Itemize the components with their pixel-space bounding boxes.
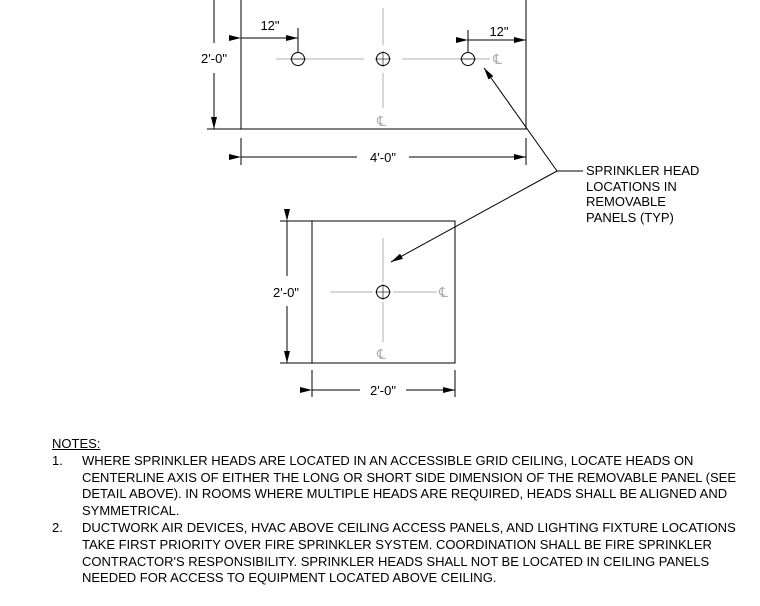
note-item: 2. DUCTWORK AIR DEVICES, HVAC ABOVE CEIL… (52, 520, 752, 587)
sprinkler-head-bottom (375, 284, 391, 300)
sprinkler-panel-detail-drawing: ℄ ℄ 12" 12" 2'-0" 4'-0" (201, 0, 583, 398)
note-text: WHERE SPRINKLER HEADS ARE LOCATED IN AN … (82, 452, 736, 519)
top-height-label: 2'-0" (201, 51, 227, 66)
bottom-centerline-symbol-vertical: ℄ (376, 346, 386, 362)
note-number: 2. (52, 519, 63, 535)
top-right-offset-label: 12" (489, 24, 508, 39)
note-text: DUCTWORK AIR DEVICES, HVAC ABOVE CEILING… (82, 519, 736, 586)
bottom-width-dimension (300, 370, 456, 397)
bottom-panel: ℄ ℄ 2'-0" 2'-0" (273, 209, 456, 398)
bottom-panel-outline (311, 220, 456, 364)
notes-list: 1. WHERE SPRINKLER HEADS ARE LOCATED IN … (52, 453, 752, 587)
top-width-dimension (229, 138, 527, 165)
sprinkler-head-center (375, 51, 391, 67)
top-panel: ℄ ℄ 12" 12" 2'-0" 4'-0" (201, 0, 527, 165)
top-height-dimension (207, 0, 241, 130)
bottom-width-label: 2'-0" (370, 383, 396, 398)
note-item: 1. WHERE SPRINKLER HEADS ARE LOCATED IN … (52, 453, 752, 520)
callout-line: LOCATIONS IN (586, 178, 677, 194)
top-centerline-symbol-vertical: ℄ (376, 113, 386, 129)
top-panel-outline (240, 0, 527, 130)
callout-leaders (390, 67, 583, 263)
notes-section: NOTES: 1. WHERE SPRINKLER HEADS ARE LOCA… (52, 436, 752, 587)
top-width-label: 4'-0" (370, 150, 396, 165)
top-centerline-symbol-horizontal: ℄ (492, 51, 502, 67)
sprinkler-head-right (460, 52, 476, 66)
sprinkler-head-callout: SPRINKLER HEAD LOCATIONS IN REMOVABLE PA… (586, 163, 699, 225)
callout-line: PANELS (TYP) (586, 209, 674, 225)
callout-line: REMOVABLE (586, 194, 666, 209)
sprinkler-head-left (290, 52, 306, 66)
bottom-panel-centerlines (330, 238, 437, 342)
top-left-offset-label: 12" (260, 18, 279, 33)
bottom-centerline-symbol-horizontal: ℄ (438, 284, 448, 300)
notes-title: NOTES: (52, 436, 101, 451)
bottom-height-label: 2'-0" (273, 285, 299, 300)
top-left-offset-dimension (229, 28, 299, 52)
top-right-offset-dimension (456, 30, 526, 52)
callout-line: SPRINKLER HEAD (586, 163, 700, 178)
bottom-height-dimension (280, 209, 312, 364)
note-number: 1. (52, 452, 63, 468)
